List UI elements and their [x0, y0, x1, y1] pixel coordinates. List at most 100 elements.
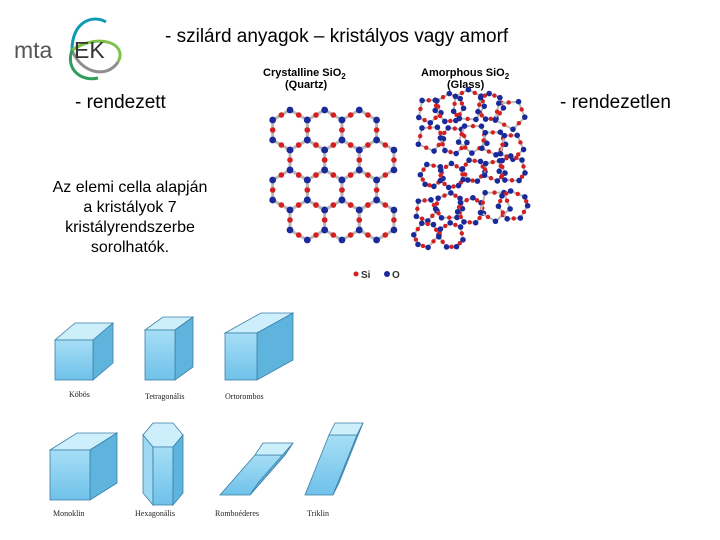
si-atom: [504, 191, 509, 196]
o-atom: [482, 189, 488, 196]
o-atom: [269, 116, 277, 124]
si-atom: [499, 173, 505, 178]
o-atom: [460, 236, 466, 243]
o-atom: [520, 146, 527, 153]
o-atom: [502, 177, 508, 183]
o-atom: [519, 157, 525, 163]
si-atom: [278, 112, 285, 118]
o-atom: [417, 171, 424, 178]
o-atom: [475, 108, 481, 115]
o-atom: [514, 132, 521, 139]
crystalline-title: Crystalline SiO2: [263, 67, 346, 81]
o-atom: [286, 146, 294, 154]
o-atom: [445, 184, 452, 191]
o-atom: [499, 193, 505, 199]
o-atom: [453, 150, 459, 157]
o-atom: [373, 136, 380, 144]
si-atom: [373, 127, 380, 133]
si-atom: [464, 197, 469, 203]
si-atom: [433, 103, 439, 108]
o-atom: [303, 176, 311, 184]
si-atom: [509, 178, 515, 183]
o-atom: [501, 132, 508, 139]
si-atom: [467, 220, 473, 225]
o-atom: [286, 206, 294, 214]
o-atom: [482, 160, 489, 167]
hexagonal-crystal: Hexagonális: [135, 422, 184, 518]
si-atom: [456, 204, 462, 210]
o-atom: [373, 236, 380, 244]
si-atom: [347, 172, 354, 178]
rhombohedral-crystal: Romboéderes: [215, 442, 294, 518]
si-atom: [287, 157, 293, 163]
si-atom: [365, 112, 371, 118]
si-atom: [321, 217, 328, 223]
si-atom: [479, 113, 485, 118]
si-atom: [330, 232, 337, 238]
o-atom: [338, 176, 346, 184]
si-atom: [459, 101, 465, 106]
o-atom: [437, 167, 444, 174]
o-atom: [269, 196, 277, 204]
si-atom: [449, 244, 454, 250]
crystalline-subtitle: (Quartz): [285, 79, 328, 91]
si-atom: [519, 107, 524, 112]
si-atom: [516, 121, 522, 126]
o-atom: [466, 157, 472, 164]
system-label-tetragonal: Tetragonális: [145, 392, 184, 401]
logo-emblem: [68, 17, 122, 81]
si-atom: [431, 239, 436, 244]
o-atom: [415, 198, 422, 204]
o-atom: [427, 119, 434, 126]
si-atom: [524, 199, 529, 204]
o-atom: [446, 90, 453, 97]
si-atom: [356, 217, 363, 223]
o-atom: [422, 181, 428, 188]
si-atom: [373, 187, 380, 193]
si-atom: [443, 164, 449, 170]
o-atom: [355, 226, 363, 234]
o-atom: [435, 195, 441, 201]
si-atom: [313, 232, 319, 238]
o-atom: [436, 233, 442, 240]
o-atom: [507, 153, 514, 159]
si-atom: [339, 127, 345, 133]
o-atom: [338, 236, 346, 244]
o-atom: [390, 166, 398, 174]
o-atom: [453, 243, 460, 250]
si-atom: [459, 131, 464, 137]
o-atom: [286, 166, 294, 174]
o-atom: [492, 218, 499, 225]
si-atom: [480, 200, 486, 205]
si-atom: [347, 202, 354, 208]
o-atom: [493, 152, 499, 158]
o-atom: [355, 106, 363, 114]
o-atom: [437, 135, 444, 141]
o-atom: [455, 182, 462, 189]
o-atom: [390, 146, 398, 154]
ordered-label: - rendezett: [75, 92, 166, 113]
si-atom: [511, 216, 516, 221]
o-legend-label: O: [392, 270, 400, 281]
o-atom: [419, 125, 425, 131]
si-atom: [287, 217, 293, 223]
si-atom: [442, 193, 447, 198]
si-atom: [463, 145, 468, 150]
si-atom: [452, 101, 457, 107]
crystal-systems-figure: Köbös Tetragonális Ortorombos Monoklin: [35, 295, 375, 530]
o-atom: [473, 116, 479, 123]
o-atom: [515, 98, 522, 105]
si-atom: [413, 237, 419, 242]
si-atom: [459, 145, 464, 151]
si-atom: [304, 187, 311, 193]
o-atom: [481, 103, 488, 110]
si-atom: [427, 183, 432, 188]
si-atom: [442, 181, 447, 187]
si-atom: [422, 198, 427, 203]
monoclinic-crystal: Monoklin: [48, 432, 119, 518]
o-atom: [415, 141, 422, 148]
si-atom: [278, 172, 285, 178]
tetragonal-crystal: Tetragonális: [143, 316, 195, 401]
si-atom: [313, 142, 319, 148]
si-atom: [492, 190, 497, 195]
